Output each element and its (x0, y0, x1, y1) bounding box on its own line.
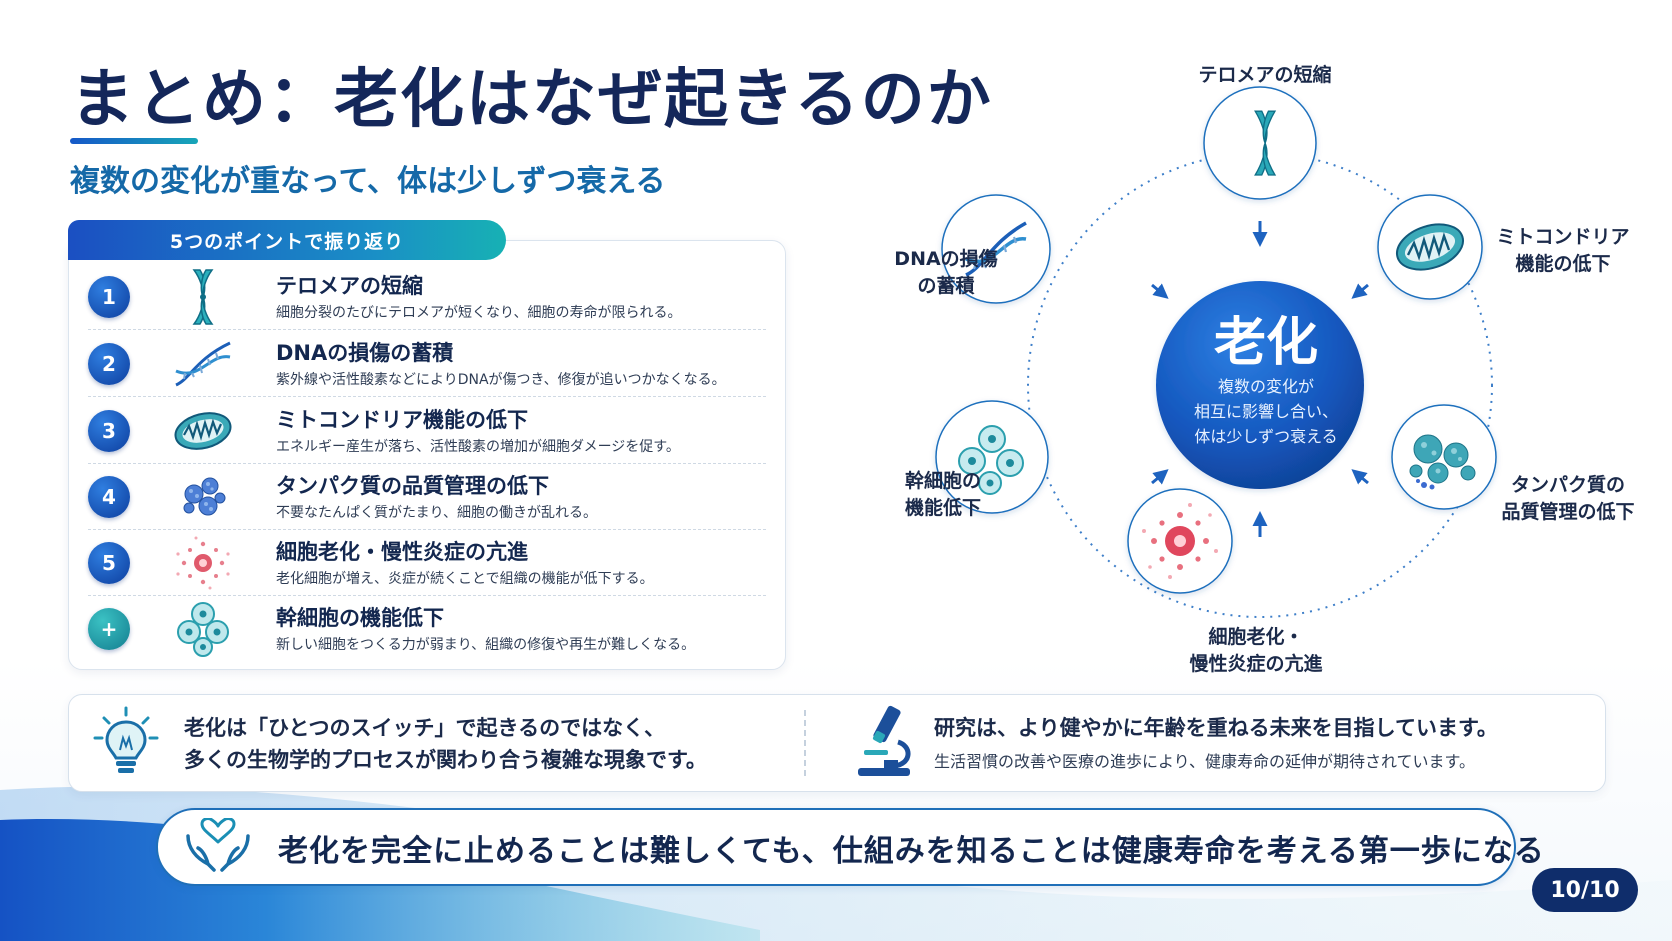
label-dna: DNAの損傷 の蓄積 (894, 248, 998, 297)
node-stem-cells (935, 400, 1049, 514)
stem-cells-icon (177, 602, 229, 657)
item-title: 幹細胞の機能低下 (276, 606, 444, 630)
label-protein: タンパク質の 品質管理の低下 (1501, 474, 1635, 523)
summary-list-header: 5つのポイントで振り返り (68, 220, 506, 260)
protein-cluster-icon (1409, 434, 1476, 490)
chromosome-icon (192, 269, 214, 325)
info-right-description: 生活習慣の改善や医療の進歩により、健康寿命の延伸が期待されています。 (934, 752, 1475, 771)
info-divider (804, 710, 806, 776)
cycle-arrows (1151, 221, 1369, 537)
center-description: 複数の変化が 相互に影響し合い、 体は少しずつ衰える (1193, 377, 1338, 446)
item-title: 細胞老化・慢性炎症の亢進 (276, 540, 528, 564)
info-left-line-2: 多くの生物学的プロセスが関わり合う複雑な現象です。 (184, 748, 707, 772)
stem-cells-icon (958, 425, 1024, 495)
node-dna (941, 194, 1051, 304)
list-item: 1 テロメアの短縮 細胞分裂のたびにテロメアが短くなり、細胞の寿命が限られる。 (88, 264, 766, 330)
heart-hands-icon (186, 818, 250, 872)
list-item: 3 ミトコンドリア機能の低下 エネルギー産生が落ち、活性酸素の増加が細胞ダメージ… (88, 398, 766, 464)
list-item: + 幹細胞の機能低下 新しい細胞をつくる力が弱まり、組織の修復や再生が難しくなる… (88, 596, 766, 662)
mitochondria-icon (1396, 223, 1464, 271)
label-telomere: テロメアの短縮 (1198, 64, 1332, 86)
item-number: + (88, 608, 130, 650)
item-number: 2 (88, 343, 130, 385)
chromosome-icon (1254, 110, 1277, 176)
label-stem-cells: 幹細胞の 機能低下 (904, 470, 981, 519)
label-senescence: 細胞老化・ 慢性炎症の亢進 (1189, 626, 1323, 675)
list-item: 2 DNAの損傷の蓄積 紫外線や活性酸素などによりDNAが傷つき、修復が追いつか… (88, 331, 766, 397)
protein-cluster-icon (183, 477, 226, 516)
list-item: 5 細胞老化・慢性炎症の亢進 老化細胞が増え、炎症が続くことで組織の機能が低下す… (88, 530, 766, 596)
row-divider (88, 396, 766, 397)
item-number: 3 (88, 410, 130, 452)
item-title: テロメアの短縮 (276, 274, 423, 298)
row-divider (88, 329, 766, 330)
label-mitochondria: ミトコンドリア 機能の低下 (1496, 226, 1630, 275)
cycle-ring (1027, 152, 1493, 618)
item-title: DNAの損傷の蓄積 (276, 341, 454, 365)
item-description: 細胞分裂のたびにテロメアが短くなり、細胞の寿命が限られる。 (276, 305, 682, 321)
item-description: 新しい細胞をつくる力が弱まり、組織の修復や再生が難しくなる。 (276, 637, 696, 653)
node-senescence (1127, 488, 1233, 594)
title-underline (70, 138, 198, 144)
list-item: 4 タンパク質の品質管理の低下 不要なたんぱく質がたまり、細胞の働きが乱れる。 (88, 464, 766, 530)
row-divider (88, 529, 766, 530)
mitochondria-icon (174, 412, 232, 450)
item-title: タンパク質の品質管理の低下 (276, 474, 549, 498)
page-subtitle: 複数の変化が重なって、体は少しずつ衰える (70, 164, 666, 199)
item-description: 不要なたんぱく質がたまり、細胞の働きが乱れる。 (276, 505, 598, 521)
info-right-title: 研究は、より健やかに年齢を重ねる未来を目指しています。 (934, 716, 1498, 740)
item-title: ミトコンドリア機能の低下 (276, 408, 528, 432)
conclusion-banner (156, 808, 1516, 886)
item-description: エネルギー産生が落ち、活性酸素の増加が細胞ダメージを促す。 (276, 439, 680, 455)
item-number: 4 (88, 476, 130, 518)
node-telomere (1203, 86, 1317, 200)
item-description: 老化細胞が増え、炎症が続くことで組織の機能が低下する。 (276, 571, 654, 587)
page-number-badge: 10/10 (1532, 868, 1638, 912)
microscope-icon (858, 705, 911, 776)
senescent-cell-icon (176, 536, 230, 590)
node-mitochondria (1377, 194, 1483, 300)
row-divider (88, 595, 766, 596)
item-number: 1 (88, 276, 130, 318)
item-number: 5 (88, 542, 130, 584)
page-title: まとめ：老化はなぜ起きるのか (70, 63, 993, 137)
lightbulb-icon (93, 706, 159, 773)
info-box (68, 694, 1606, 792)
row-divider (88, 463, 766, 464)
summary-list-card (68, 240, 786, 670)
node-protein (1391, 404, 1497, 510)
dna-icon (965, 221, 1027, 277)
aging-cycle-diagram (935, 86, 1497, 618)
info-left-line-1: 老化は「ひとつのスイッチ」で起きるのではなく、 (184, 716, 666, 740)
dna-icon (175, 341, 231, 387)
item-description: 紫外線や活性酸素などによりDNAが傷つき、修復が追いつかなくなる。 (276, 372, 726, 388)
senescent-cell-icon (1142, 503, 1218, 579)
aging-center-circle (1156, 281, 1364, 489)
center-title: 老化 (1213, 313, 1318, 373)
conclusion-text: 老化を完全に止めることは難しくても、仕組みを知ることは健康寿命を考える第一歩にな… (278, 834, 1545, 869)
